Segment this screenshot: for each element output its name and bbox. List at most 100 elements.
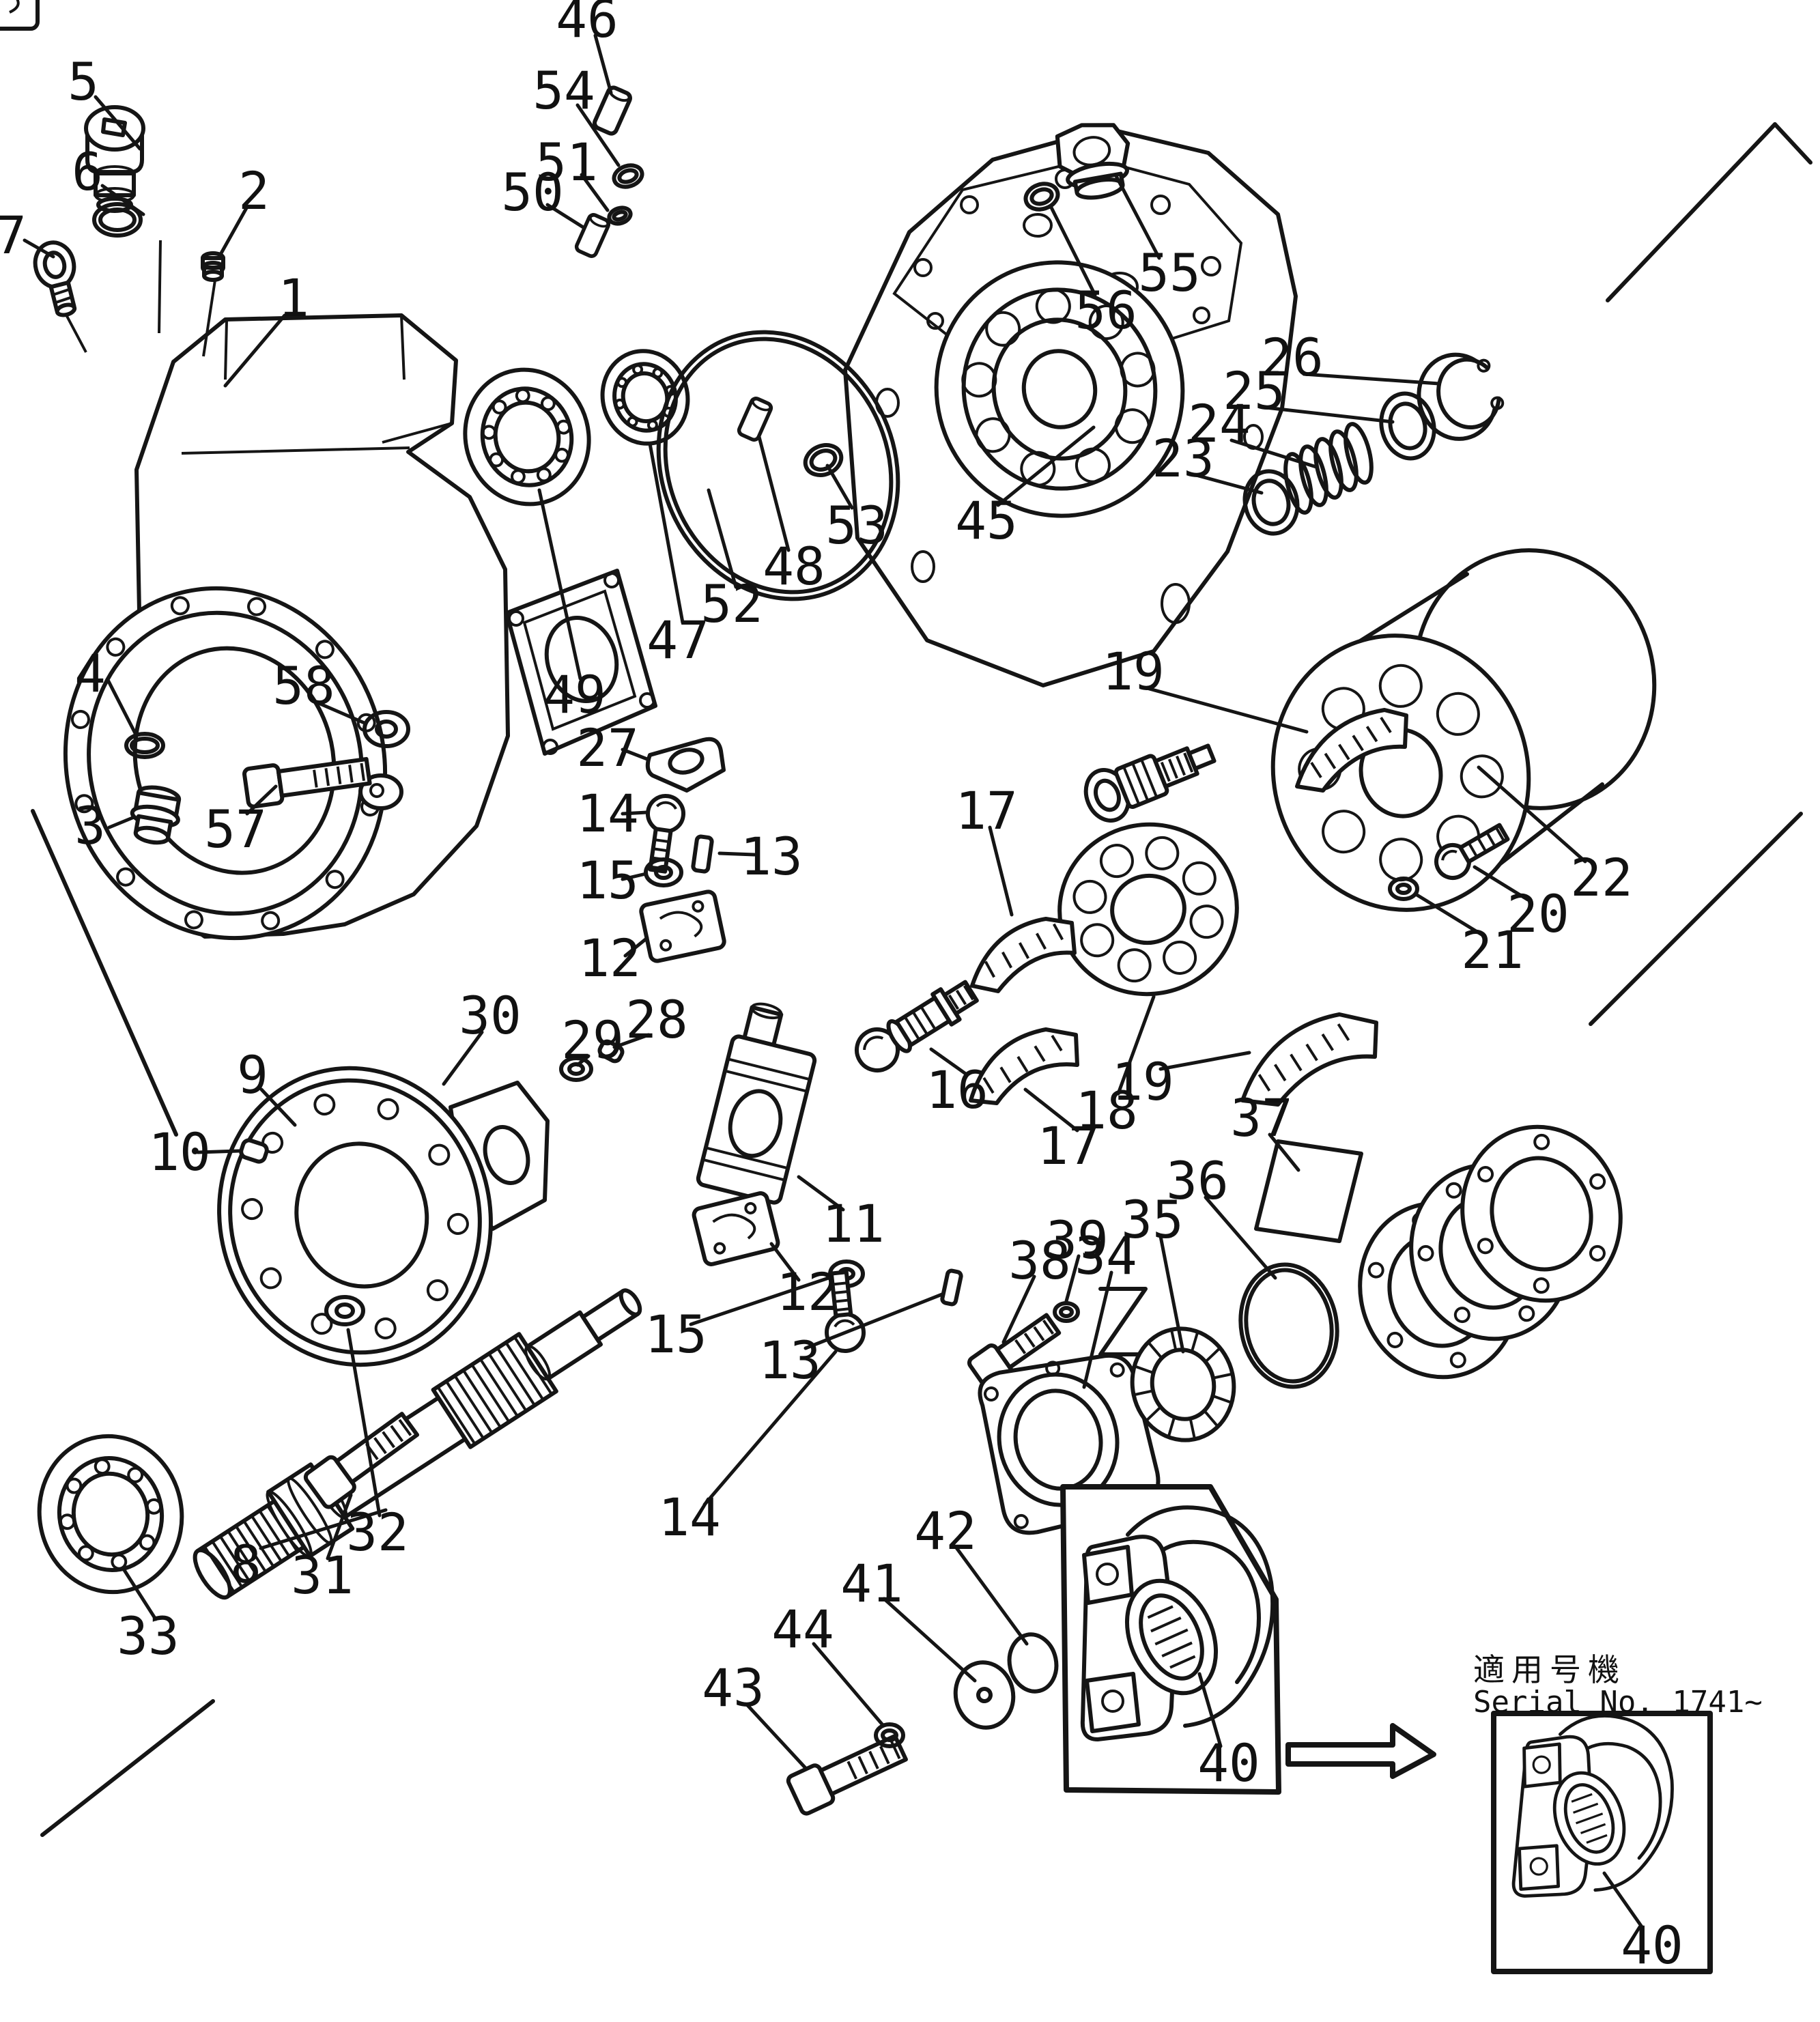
part-label-22: 22 [1570,847,1633,908]
part-label-36: 36 [1166,1150,1229,1211]
washer-part21 [1388,877,1419,901]
part-label-3: 3 [74,795,106,856]
leader-line-part6 [100,184,145,216]
bolt-part31 [303,1412,420,1509]
pointer-arrow [1285,1723,1436,1779]
leader-line-part24 [1229,438,1318,469]
pin-part13-upper [691,834,714,874]
cradle-part40 [1080,1505,1275,1741]
leader-line-part12 [623,936,649,958]
pin-part13-lower [940,1268,963,1307]
part-label-17: 17 [1037,1115,1100,1176]
retainer-plate-part18 [1057,822,1239,997]
pin-part48 [737,397,773,442]
leader-line-part17 [1023,1087,1079,1133]
part-label-17: 17 [955,780,1018,841]
seal-part17-lower [969,1027,1079,1105]
leader-line-part48 [757,435,791,552]
part-label-10: 10 [148,1122,211,1182]
leader-line-part32 [346,1328,382,1518]
leader-line-part47 [648,442,685,625]
part-label-25: 25 [1223,360,1285,421]
leader-line-part14 [702,1350,838,1507]
valve-plate-part12-upper [640,890,725,962]
leader-line-part12 [769,1242,801,1282]
part-label-7: 7 [0,205,27,266]
part-label-24: 24 [1188,393,1251,454]
corner-mark [1589,812,1803,1026]
bolt-part57 [242,756,372,809]
roller-bearing-part35 [1130,1326,1236,1442]
pin-part50 [574,213,611,258]
relief-valve [1083,743,1217,823]
leader-line-part19 [1145,686,1309,734]
part-label-33: 33 [117,1606,180,1666]
valve-part16 [855,980,979,1072]
part-label-12: 12 [578,928,641,988]
leader-line-part21 [1414,892,1485,937]
corner-marks [31,122,1812,1837]
leader-line-part25 [1264,405,1395,424]
leader-line-part49 [537,488,582,681]
part-label-54: 54 [532,60,595,121]
corner-mark [31,809,178,1137]
leader-line-part57 [245,784,278,816]
part-label-19: 19 [1111,1051,1174,1112]
part-label-19: 19 [1102,641,1165,702]
leader-line-part51 [580,173,610,212]
leader-line-part37 [1268,1133,1300,1172]
bearing-part33 [37,1434,184,1595]
leader-line-part16 [929,1047,969,1077]
part-label-32: 32 [346,1502,409,1563]
leader-line-part36 [1204,1195,1277,1280]
servo-piston-part11 [696,1002,817,1205]
washer-part23 [1242,469,1300,536]
part-label-46: 46 [556,0,618,49]
o-ring-part56 [1023,182,1060,212]
leader-line-part31 [326,1493,353,1561]
part-label-21: 21 [1461,920,1524,980]
part-label-51: 51 [535,132,598,193]
leader-line-part30 [442,1030,484,1086]
part-label-15: 15 [644,1304,707,1365]
part-label-39: 39 [1046,1210,1109,1270]
part-label-4: 4 [74,643,106,704]
cylinder-block-part22 [1270,548,1657,912]
valve-plate-part12-lower [692,1192,779,1266]
bearing-part47 [600,349,690,446]
z-mark [1098,1287,1148,1356]
part-label-49: 49 [543,664,606,725]
part-label-15: 15 [576,850,639,911]
mounting-flange-part9 [217,1066,493,1367]
bolt-part38 [967,1313,1062,1392]
part-label-41: 41 [840,1553,903,1614]
leader-line-part1 [223,313,287,388]
washer-part25 [1379,391,1436,461]
leader-line-part28 [612,1033,651,1049]
part-label-14: 14 [658,1487,721,1548]
leader-line-part11 [797,1175,845,1212]
washer-part32 [324,1295,365,1326]
part-label-52: 52 [700,573,763,634]
seal-part17-upper [970,917,1077,993]
part-label-40: 40 [1197,1733,1260,1793]
part-label-45: 45 [955,490,1018,551]
part-label-31: 31 [291,1545,354,1606]
leader-line-part35 [1158,1234,1185,1354]
leader-line-part40 [1602,1871,1645,1930]
gaskets-part37 [1358,1124,1623,1380]
o-ring-part53 [803,443,844,477]
spring-part24 [1283,422,1374,515]
part-label-56: 56 [1075,280,1137,341]
o-ring-part52 [656,330,900,601]
part-label-14: 14 [576,783,639,844]
snap-ring-part26 [1417,352,1505,441]
part-label-11: 11 [822,1193,885,1254]
leader-line-part15 [689,1276,831,1326]
leader-line-part22 [1477,765,1587,864]
leader-line-part50 [545,203,586,230]
leader-line-part39 [1064,1254,1081,1303]
part-label-43: 43 [702,1657,765,1718]
leader-line-part55 [1113,173,1161,260]
o-ring-part4 [124,732,165,759]
